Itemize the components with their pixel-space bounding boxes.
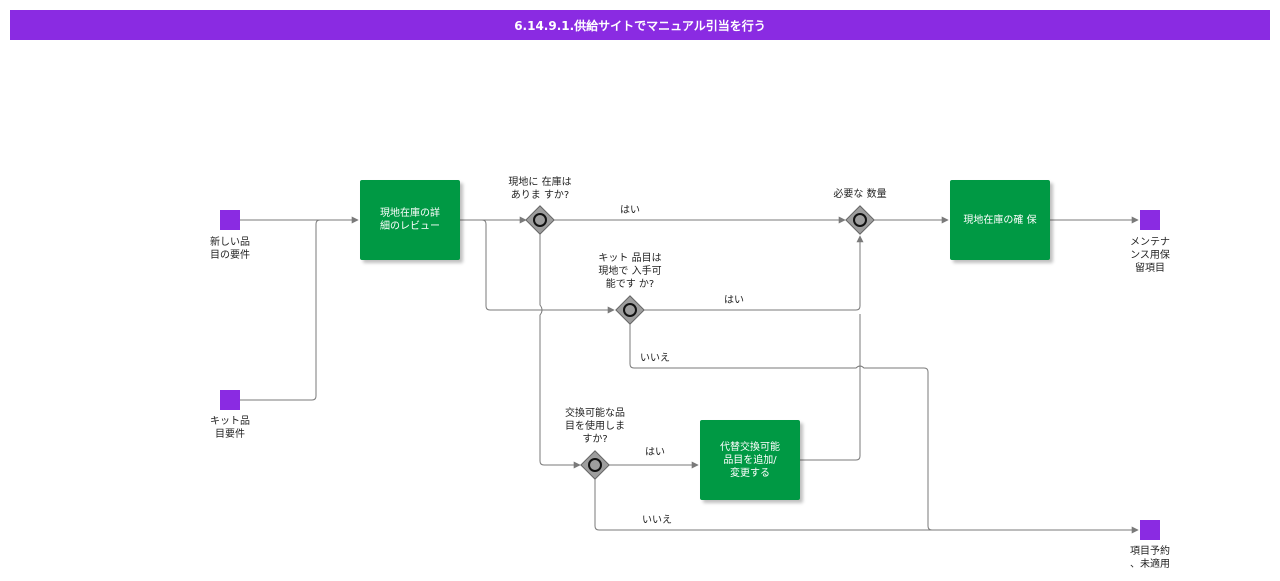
start-event-kit-item-label: キット品 目要件 [210, 416, 250, 440]
gateway-kit-available[interactable] [615, 295, 645, 325]
task-add-substitute[interactable]: 代替交換可能 品目を追加/ 変更する [700, 420, 800, 500]
flow-sub-no [594, 479, 1139, 534]
task-review-label: 現地在庫の詳 細のレビュー [380, 208, 440, 232]
gateway-in-stock[interactable] [525, 205, 555, 235]
flow-review-to-kit-gateway [481, 219, 615, 314]
task-secure-local-stock[interactable]: 現地在庫の確 保 [950, 180, 1050, 260]
end-event-reserve-unapplied-label: 項目予約 、未適用 [1130, 546, 1170, 570]
start-event-new-item[interactable] [220, 210, 240, 230]
gateway-required-qty[interactable] [845, 205, 875, 235]
task-substitute-label: 代替交換可能 品目を追加/ 変更する [720, 441, 780, 479]
start-event-new-item-label: 新しい品 目の要件 [210, 237, 250, 261]
gateway-kit-available-label: キット 品目は 現地で 入手可 能です か? [598, 253, 662, 290]
flow-kit-to-review [240, 219, 321, 401]
task-review-local-stock[interactable]: 現地在庫の詳 細のレビュー [360, 180, 460, 260]
flow-label-no-1: いいえ [640, 353, 670, 364]
flow-kit-yes [644, 235, 864, 311]
flow-kit-no [629, 324, 933, 531]
flow-label-no-2: いいえ [642, 515, 672, 526]
flow-label-yes-2: はい [724, 295, 744, 306]
flow-subtask-to-qty [800, 314, 861, 461]
end-event-maintenance-hold-label: メンテナ ンス用保 留項目 [1130, 237, 1170, 274]
gateway-substitute[interactable] [580, 450, 610, 480]
flow-label-yes-3: はい [645, 447, 665, 458]
task-secure-label: 現地在庫の確 保 [963, 214, 1037, 226]
end-event-reserve-unapplied[interactable] [1140, 520, 1160, 540]
diagram-title: 6.14.9.1.供給サイトでマニュアル引当を行う [10, 10, 1270, 40]
gateway-substitute-label: 交換可能な品 目を使用しま すか? [565, 408, 625, 445]
gateway-required-qty-label: 必要な 数量 [833, 189, 887, 200]
gateway-in-stock-label: 現地に 在庫は ありま すか? [508, 177, 572, 201]
flow-label-yes-1: はい [620, 205, 640, 216]
start-event-kit-item[interactable] [220, 390, 240, 410]
flow-instock-no [539, 234, 581, 469]
end-event-maintenance-hold[interactable] [1140, 210, 1160, 230]
